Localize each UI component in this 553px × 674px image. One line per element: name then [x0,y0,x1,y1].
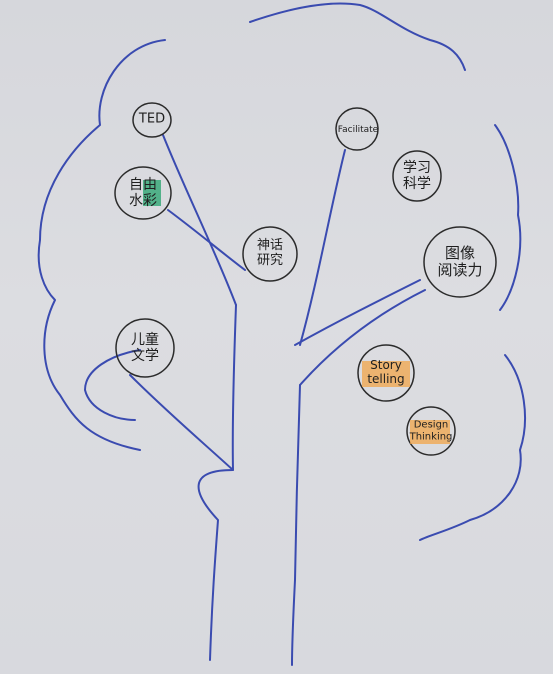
canopy-inner-bump [84,349,141,421]
label-facilitator: Facilitate [337,124,379,135]
label-thinking: Thinking [409,431,453,442]
branch-facilitator [299,149,346,346]
bubble-tuxiang-yuedu [423,226,497,298]
branch-shenhua [167,209,246,271]
label-shenhua-yanjiu: 神话 研究 [256,238,284,269]
bubble-ertong-wenxue [115,318,175,378]
label-shenhua: 神话 [256,238,284,254]
branch-tuxiang-lower [299,289,426,386]
bubble-ted [132,102,172,138]
label-yuedu: 阅读力 [437,261,483,279]
label-storytelling: Story telling [367,358,405,387]
orange-highlight-design [410,420,450,444]
trunk-left [197,304,237,661]
trunk-right [291,384,301,666]
label-ertong-wenxue: 儿童 文学 [131,332,159,364]
canopy-outline-right-lower [419,354,526,541]
bubble-storytelling [357,344,415,402]
label-design-thinking: Design Thinking [410,420,453,443]
label-telling: telling [367,372,405,386]
label-tuxiang-yuedu: 图像 阅读力 [437,243,483,280]
label-wenxue: 文学 [131,348,159,364]
bubble-design-thinking [406,406,456,456]
green-highlight [143,180,161,206]
label-kexue: 科学 [403,176,431,192]
label-story: Story [370,358,402,373]
branch-tuxiang-upper [294,279,421,346]
branch-ertong [129,374,234,471]
canopy-outline-right [494,124,522,311]
bubble-xuexi-kexue [392,150,442,202]
label-tuxiang: 图像 [444,243,476,262]
label-design: Design [413,419,449,431]
label-ted: TED [138,111,166,127]
bubble-facilitator [335,107,379,151]
branch-ted [162,134,237,306]
label-shuying: 水彩 [129,193,157,209]
orange-highlight-story [362,361,410,387]
label-yanjiu: 研究 [256,253,284,268]
canopy-outline-left [37,39,166,451]
label-xuexi-kexue: 学习 科学 [403,160,431,192]
label-xuexi: 学习 [403,159,431,176]
bubble-ziyou-shuying [114,166,172,220]
canopy-outline-top [249,2,466,71]
label-ziyou: 自由 [129,176,157,193]
label-ziyou-shuying: 自由 水彩 [129,177,157,209]
bubble-shenhua-yanjiu [242,226,298,282]
label-ertong: 儿童 [131,331,159,348]
